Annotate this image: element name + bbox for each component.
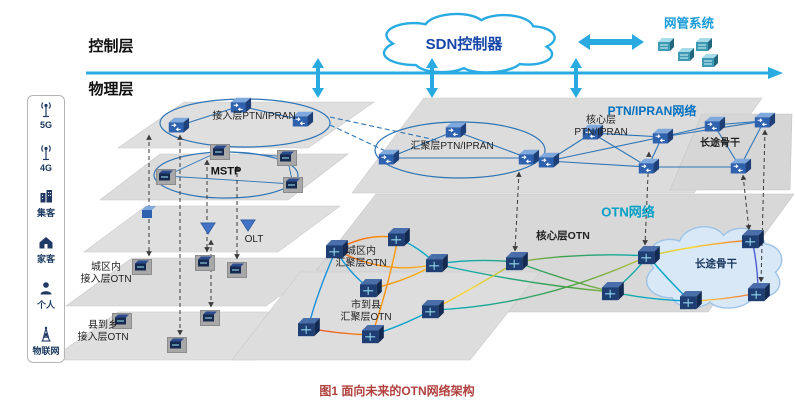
mstp-node-icon: [283, 177, 303, 193]
ptn-access-label: 接入层PTN/IPRAN: [212, 111, 296, 123]
control-physical-boundary: [86, 34, 783, 98]
sidebar-item-4g: 4G: [37, 144, 55, 173]
sidebar-item-home: 家客: [37, 233, 55, 265]
ptn-router-icon: [292, 111, 314, 127]
nms-label: 网管系统: [663, 16, 715, 31]
otn-node-icon: [359, 279, 383, 298]
boundary-line-arrowhead: [768, 67, 783, 79]
person-icon: [40, 282, 52, 295]
otn-node-icon: [425, 254, 449, 273]
ptn-router-icon: [704, 116, 726, 132]
sidebar-item-enterprise: 集客: [37, 187, 55, 219]
ptn-core-label: 核心层 PTN/IPRAN: [574, 115, 628, 138]
otn-node-icon: [679, 291, 703, 310]
customer-types-panel: 5G 4G 集客 家客 个人: [27, 95, 65, 363]
sidebar-item-label: 4G: [39, 163, 52, 173]
ptn-router-icon: [730, 158, 752, 174]
sidebar-item-label: 集客: [36, 208, 55, 218]
antenna-4g-icon: [41, 145, 51, 161]
sidebar-item-5g: 5G: [37, 101, 55, 130]
ptn-router-icon: [168, 117, 190, 133]
otn-node-icon: [637, 246, 661, 265]
ptn-network-title: PTN/IPRAN网络: [607, 103, 697, 118]
ptn-router-icon: [638, 158, 660, 174]
access-otn-node-icon: [195, 255, 215, 271]
ptn-router-icon: [538, 152, 560, 168]
ptn-router-icon: [445, 122, 467, 138]
onu-box-icon: [142, 210, 152, 218]
otn-node-icon: [361, 325, 385, 344]
sidebar-item-label: 5G: [39, 120, 52, 130]
otn-node-icon: [421, 300, 445, 319]
otn-node-icon: [741, 230, 765, 249]
otn-node-icon: [297, 318, 321, 337]
ptn-longhaul-label: 长途骨干: [700, 138, 740, 150]
mstp-label: MSTP: [210, 165, 242, 178]
control-layer-label: 控制层: [88, 38, 134, 56]
home-icon: [39, 237, 53, 249]
layer-planes: [49, 97, 795, 361]
ptn-router-icon: [378, 149, 400, 165]
otn-node-icon: [505, 252, 529, 271]
vertical-double-arrow: [426, 58, 438, 98]
otn-node-icon: [601, 282, 625, 301]
access-otn-node-icon: [200, 310, 220, 326]
otn-node-icon: [747, 283, 771, 302]
sdn-controller-label: SDN控制器: [425, 36, 503, 54]
olt-label: OLT: [244, 234, 264, 246]
access-otn-node-icon: [167, 337, 187, 353]
vertical-double-arrow: [312, 58, 324, 98]
vertical-double-arrow: [570, 58, 582, 98]
figure-caption: 图1 面向未来的OTN网络架构: [319, 383, 475, 398]
otn-network-title: OTN网络: [601, 204, 655, 220]
ptn-dashed-links: [329, 116, 437, 155]
otn-city-county-label: 市到县 汇聚层OTN: [340, 300, 392, 323]
control-channel-arrows: [312, 58, 582, 98]
otn-node-icon: [387, 228, 411, 247]
otn-urban-access-label: 城区内 接入层OTN: [80, 262, 132, 285]
ptn-router-icon: [754, 112, 776, 128]
sidebar-item-label: 个人: [36, 300, 55, 310]
ptn-aggregation-ellipse: [374, 121, 546, 179]
sidebar-item-label: 家客: [36, 254, 55, 264]
ptn-aggregation-label: 汇聚层PTN/IPRAN: [410, 141, 494, 153]
splitter-icon: [200, 222, 216, 235]
server-icon: [657, 38, 675, 52]
server-icon: [677, 48, 695, 62]
enterprise-building-icon: [40, 190, 52, 203]
olt-devices: [142, 206, 256, 235]
ptn-router-icon: [652, 128, 674, 144]
mstp-node-icon: [156, 169, 176, 185]
ptn-router-icon: [518, 149, 540, 165]
access-otn-node-icon: [227, 262, 247, 278]
otn-core-label: 核心层OTN: [536, 229, 590, 242]
mstp-node-icon: [277, 150, 297, 166]
olt-icon: [240, 219, 256, 232]
mstp-node-icon: [210, 144, 230, 160]
physical-layer-label: 物理层: [88, 81, 134, 99]
server-icon: [701, 54, 719, 68]
sidebar-item-personal: 个人: [37, 279, 55, 311]
otn-county-township-label: 县到乡 接入层OTN: [77, 320, 129, 343]
antenna-5g-icon: [41, 102, 51, 118]
access-otn-node-icon: [132, 259, 152, 275]
nms-servers: [657, 38, 719, 68]
otn-urban-aggregation-label: 城区内 汇聚层OTN: [335, 246, 387, 269]
olt-plane: [83, 205, 341, 253]
iot-tower-icon: [41, 326, 51, 342]
server-icon: [695, 38, 713, 52]
otn-longhaul-label: 长途骨干: [695, 257, 737, 270]
sidebar-item-iot: 物联网: [32, 325, 60, 357]
sdn-nms-double-arrow: [578, 34, 644, 50]
sidebar-item-label: 物联网: [32, 346, 60, 356]
onu-box-icon: [142, 206, 156, 210]
